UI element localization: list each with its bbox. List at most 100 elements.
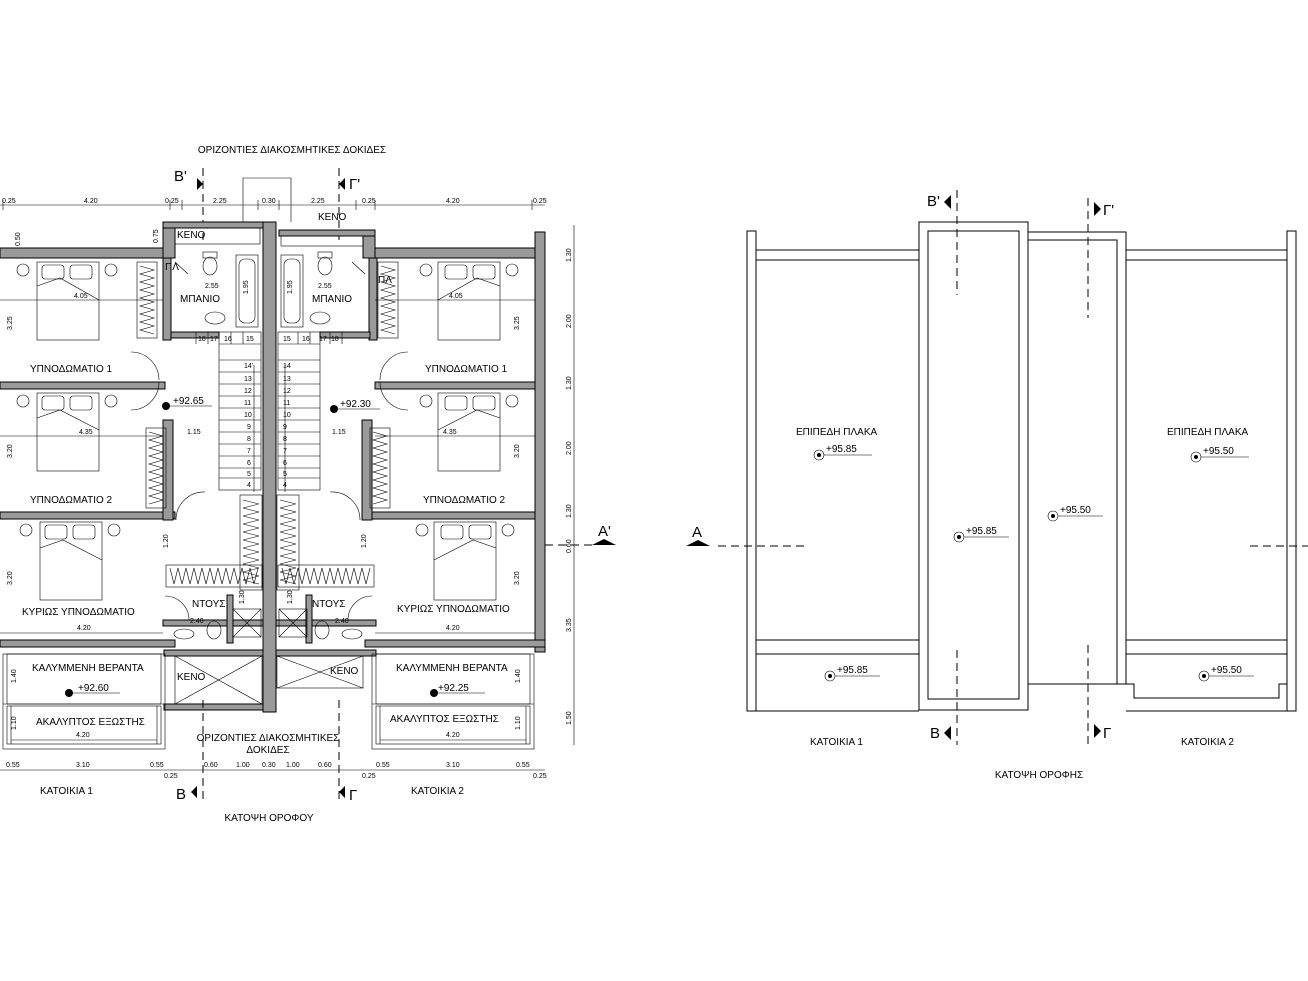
svg-text:+95.50: +95.50: [1060, 505, 1091, 516]
svg-text:1.30: 1.30: [566, 504, 573, 518]
section-b-bottom-arrow: [191, 786, 197, 798]
keno-top-left-label: ΚΕΝΟ: [177, 230, 206, 241]
keno-bottom-right-label: ΚΕΝΟ: [330, 666, 359, 677]
svg-text:0.25: 0.25: [533, 773, 547, 780]
bottom-dimension-line: 0.55 3.10 0.55 0.25 0.60 1.00 0.30 1.00 …: [0, 762, 547, 780]
svg-text:0.55: 0.55: [376, 762, 390, 769]
svg-text:2.40: 2.40: [335, 618, 349, 625]
svg-text:0.75: 0.75: [153, 229, 160, 243]
svg-text:13: 13: [283, 376, 291, 383]
svg-text:3.20: 3.20: [514, 571, 521, 585]
svg-text:3.25: 3.25: [514, 316, 521, 330]
staircase-left: 18 17 16 15 14' 13 12 11 10 9 8 7 6 5 4: [195, 331, 262, 492]
svg-text:4.20: 4.20: [446, 625, 460, 632]
roof-section-a-left-label: A: [692, 524, 702, 541]
level-veranda-left: +92.60: [78, 683, 109, 694]
roof-parapet-left: [746, 230, 757, 712]
svg-text:4.20: 4.20: [76, 732, 90, 739]
dim-top-2: 4.20: [84, 198, 98, 205]
roof-plan-title: ΚΑΤΟΨΗ ΟΡΟΦΗΣ: [995, 770, 1083, 781]
dim-top-9: 0.25: [533, 198, 547, 205]
svg-text:14': 14': [244, 363, 253, 370]
svg-text:17: 17: [210, 336, 218, 343]
svg-text:0.55: 0.55: [516, 762, 530, 769]
party-wall: [262, 221, 277, 713]
section-a-right-arrow: [592, 539, 616, 545]
roof-unit-1-label: ΚΑΤΟΙΚΙΑ 1: [810, 737, 863, 748]
svg-text:5: 5: [247, 471, 251, 478]
veranda-left-label: ΚΑΛΥΜΜΕΝΗ ΒΕΡΑΝΤΑ: [32, 663, 144, 674]
keno-top-left-box: [174, 227, 261, 245]
svg-text:+95.85: +95.85: [966, 526, 997, 537]
svg-text:1.10: 1.10: [11, 716, 18, 730]
room-dimensions: 4.05 4.05 3.25 3.25 4.35 4.35 3.20 3.20 …: [0, 293, 535, 634]
svg-text:1.20: 1.20: [361, 534, 368, 548]
roof-level-lower-right: +95.50: [1198, 665, 1254, 682]
level-veranda-right: +92.25: [438, 683, 469, 694]
svg-text:1.30: 1.30: [566, 248, 573, 262]
svg-text:1.40: 1.40: [515, 669, 522, 683]
svg-text:15: 15: [283, 336, 291, 343]
bottom-beams-note-2: ΔΟΚΙΔΕΣ: [246, 745, 289, 756]
roof-section-b-bottom-label: B: [930, 725, 940, 742]
master-left-label: ΚΥΡΙΩΣ ΥΠΝΟΔΩΜΑΤΙΟ: [22, 607, 135, 618]
pl-right-label: ΠΛ: [378, 275, 392, 286]
bed1-right-label: ΥΠΝΟΔΩΜΑΤΙΟ 1: [425, 364, 508, 375]
ntous-left-label: ΝΤΟΥΣ: [192, 599, 225, 610]
keno-top-right-label: ΚΕΝΟ: [318, 212, 347, 223]
floor-unit-2-label: ΚΑΤΟΙΚΙΑ 2: [411, 786, 464, 797]
beds: [16, 261, 519, 601]
dim-top-1: 0.25: [2, 198, 16, 205]
floor-plan-title: ΚΑΤΟΨΗ ΟΡΟΦΟΥ: [225, 813, 314, 824]
bottom-beams-note-1: ΟΡΙΖΟΝΤΙΕΣ ΔΙΑΚΟΣΜΗΤΙΚΕΣ: [197, 733, 340, 744]
bed2-right-label: ΥΠΝΟΔΩΜΑΤΙΟ 2: [423, 495, 506, 506]
exostis-left-label: ΑΚΑΛΥΠΤΟΣ ΕΞΩΣΤΗΣ: [36, 717, 145, 728]
svg-text:12: 12: [283, 388, 291, 395]
roof-level-slab-left: +95.85: [813, 444, 872, 461]
dim-top-3: 0.25: [165, 198, 179, 205]
svg-text:1.15: 1.15: [187, 429, 201, 436]
svg-text:4: 4: [247, 482, 251, 489]
staircase-right: 15 16 17 18 14 13 12 11 10 9 8 7 6 5 4: [277, 331, 343, 492]
floor-plan: ΟΡΙΖΟΝΤΙΕΣ ΔΙΑΚΟΣΜΗΤΙΚΕΣ ΔΟΚΙΔΕΣ 0.25 4.…: [0, 145, 616, 824]
svg-text:+95.85: +95.85: [837, 665, 868, 676]
dim-top-6: 2.25: [311, 198, 325, 205]
svg-text:1.00: 1.00: [286, 762, 300, 769]
ntous-right-label: ΝΤΟΥΣ: [312, 599, 345, 610]
pl-left-label: ΠΛ: [165, 262, 179, 273]
right-dimension-line: 1.30 2.00 1.30 2.00 1.30 0.60 3.35 1.50: [566, 225, 575, 745]
svg-text:0.60: 0.60: [318, 762, 332, 769]
svg-text:7: 7: [247, 448, 251, 455]
svg-text:1.50: 1.50: [566, 711, 573, 725]
bath-left-width: 2.55: [205, 283, 219, 290]
svg-text:18: 18: [331, 336, 339, 343]
dim-top-7: 0.25: [362, 198, 376, 205]
svg-text:15: 15: [246, 336, 254, 343]
veranda-right-label: ΚΑΛΥΜΜΕΝΗ ΒΕΡΑΝΤΑ: [396, 663, 508, 674]
svg-text:16: 16: [302, 336, 310, 343]
bath-left-height: 1.95: [243, 280, 250, 294]
roof-section-g-bottom-label: Γ: [1103, 725, 1111, 742]
bath-right-label: ΜΠΑΝΙΟ: [312, 294, 352, 305]
roof-level-slab-right: +95.50: [1190, 446, 1249, 463]
svg-text:1.00: 1.00: [236, 762, 250, 769]
svg-text:+92.30: +92.30: [340, 399, 371, 410]
door-swings: [130, 351, 409, 621]
svg-text:0.50: 0.50: [15, 232, 22, 246]
keno-bottom-left-box: [174, 655, 263, 705]
svg-text:18: 18: [198, 336, 206, 343]
svg-text:0.25: 0.25: [164, 773, 178, 780]
svg-text:2.40: 2.40: [190, 618, 204, 625]
keno-top-right-box: [280, 235, 364, 247]
roof-slab-right-label: ΕΠΙΠΕΔΗ ΠΛΑΚΑ: [1167, 427, 1248, 438]
svg-text:4.05: 4.05: [74, 293, 88, 300]
svg-text:0.60: 0.60: [204, 762, 218, 769]
master-right-label: ΚΥΡΙΩΣ ΥΠΝΟΔΩΜΑΤΙΟ: [397, 604, 510, 615]
svg-text:8: 8: [247, 436, 251, 443]
top-beams-leader: [242, 177, 292, 222]
svg-text:9: 9: [247, 424, 251, 431]
svg-text:10: 10: [244, 412, 252, 419]
roof-level-center-left: +95.85: [953, 526, 1009, 543]
svg-text:4.35: 4.35: [443, 429, 457, 436]
